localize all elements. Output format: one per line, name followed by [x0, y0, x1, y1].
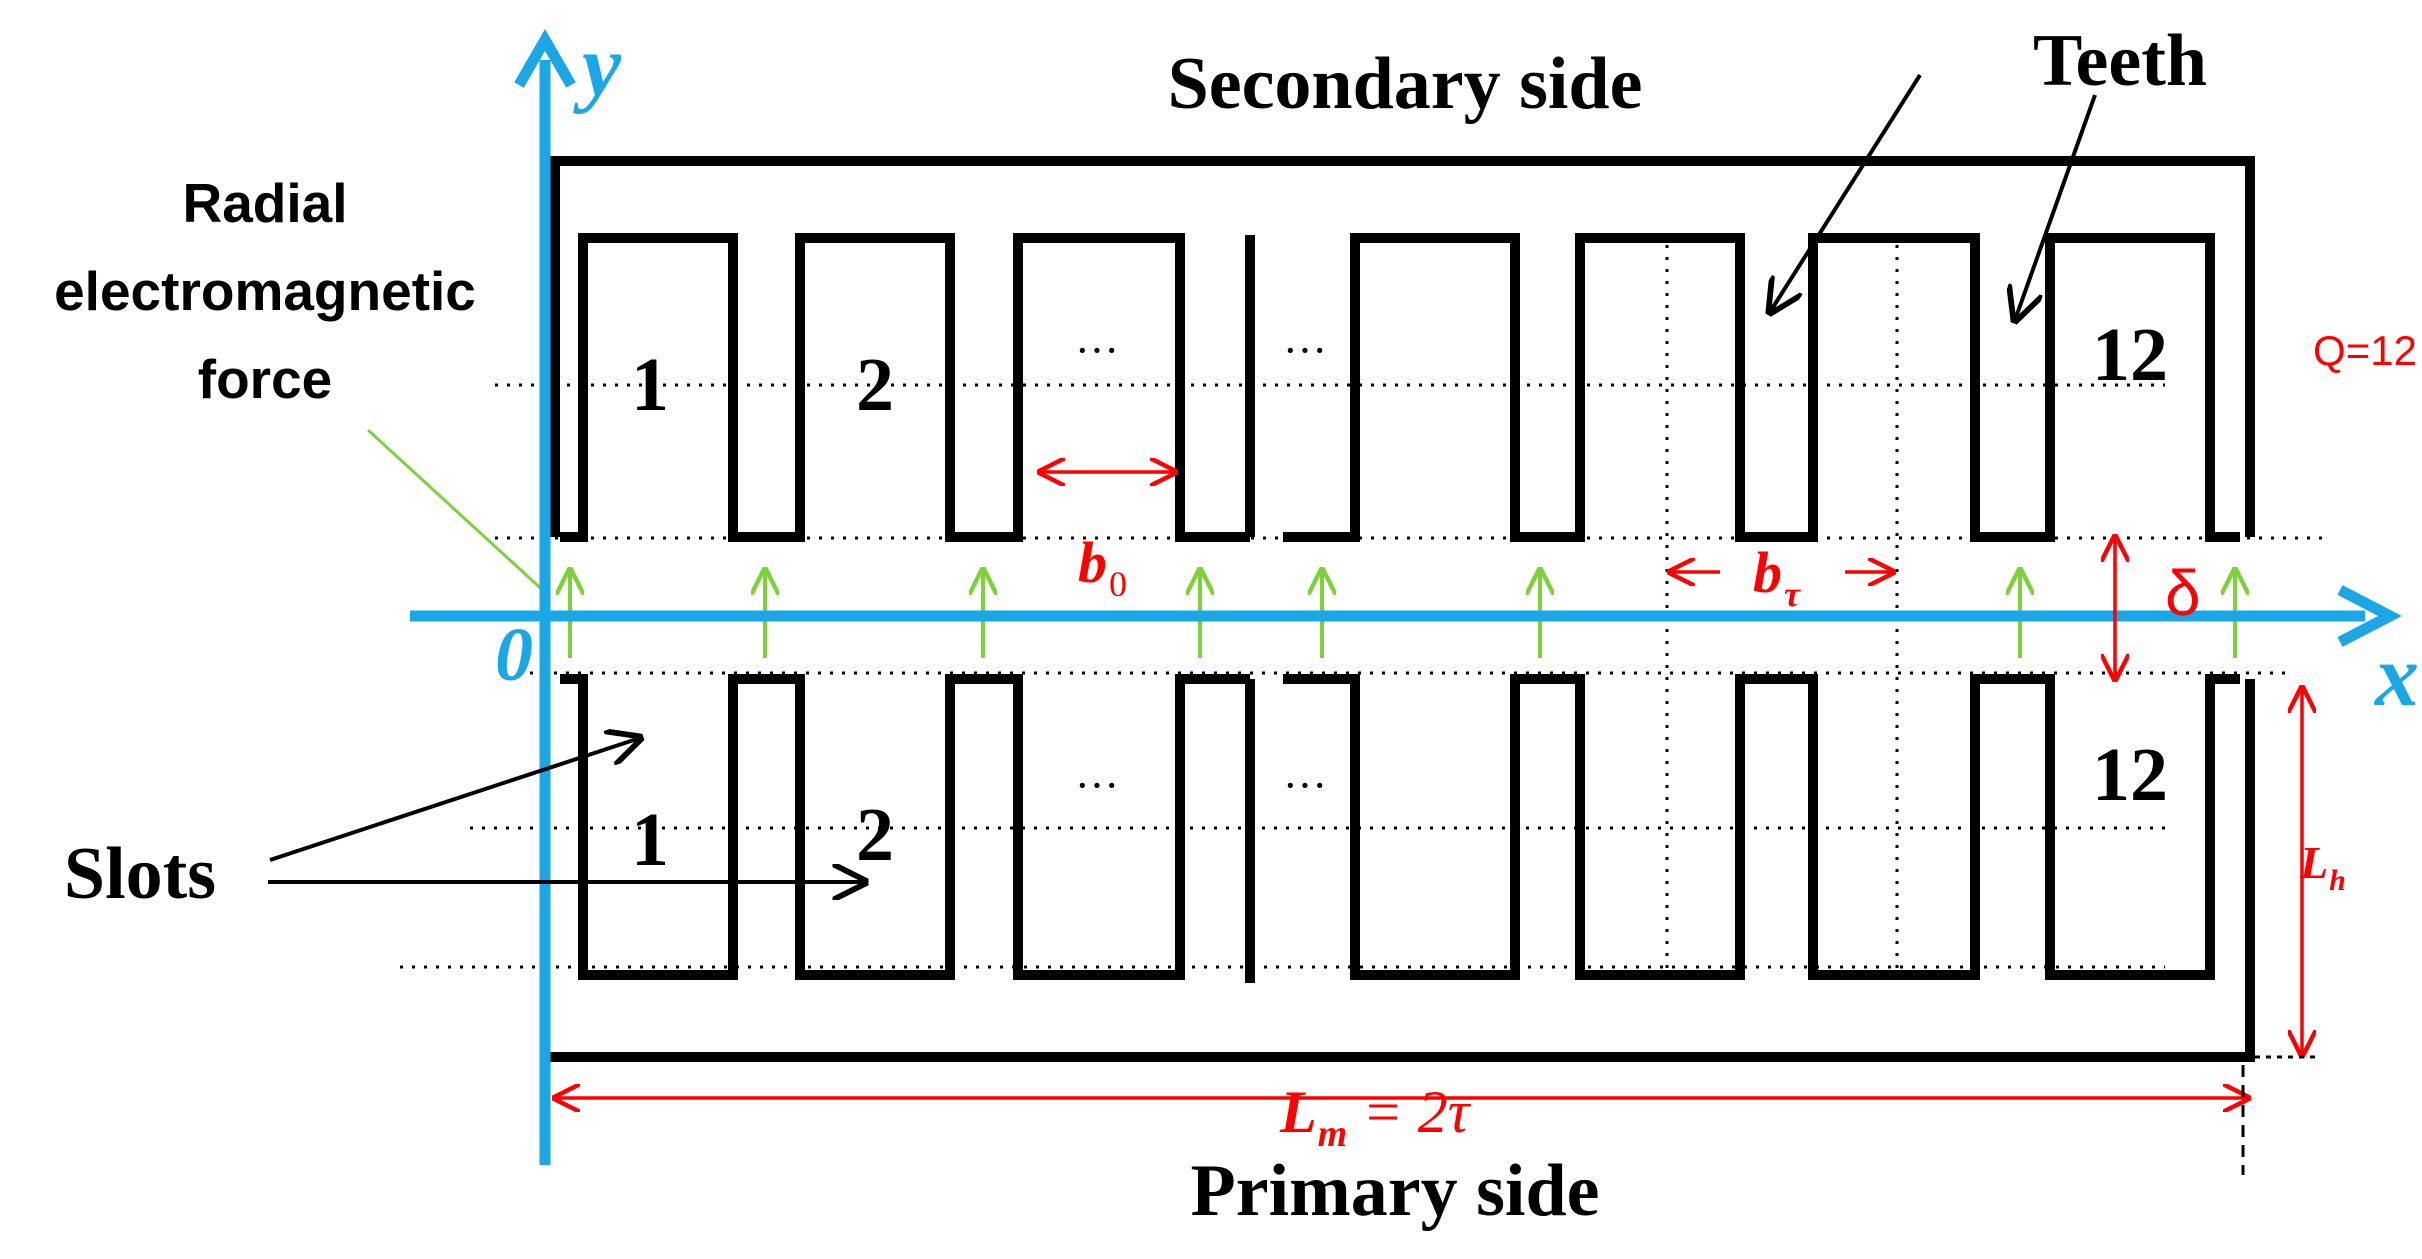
bottom-slot-number-2: 2 — [856, 793, 894, 877]
slots-label: Slots — [64, 833, 216, 915]
primary-side-label: Primary side — [1191, 1150, 1600, 1232]
force-label-line-2: electromagnetic — [54, 260, 476, 322]
top-ellipsis-2: ··· — [1283, 326, 1327, 375]
secondary-teeth-profile — [560, 233, 1250, 542]
force-leader-line — [366, 428, 550, 597]
bottom-ellipsis-1: ··· — [1075, 761, 1119, 810]
top-ellipsis-1: ··· — [1075, 326, 1119, 375]
lm-symbol: Lm = 2τ — [1279, 1079, 1472, 1155]
slots-pointer-arrow-1 — [269, 738, 640, 862]
teeth-pointer-arrow-2 — [2015, 94, 2097, 320]
primary-back-iron — [550, 679, 2255, 1062]
top-slot-number-12: 12 — [2092, 313, 2168, 397]
origin-label: 0 — [495, 613, 533, 697]
btau-symbol: bτ — [1753, 540, 1801, 614]
secondary-side-label: Secondary side — [1168, 43, 1643, 125]
guide-lines — [400, 245, 2330, 985]
force-label-line-3: force — [198, 348, 333, 410]
primary-teeth-profile — [560, 674, 1250, 980]
y-axis-arrowhead — [514, 29, 576, 88]
axes — [410, 29, 2402, 1165]
bottom-ellipsis-2: ··· — [1283, 761, 1327, 810]
x-axis-label: x — [2373, 628, 2419, 725]
pointer-arrows — [268, 73, 2097, 882]
slot-count-label: Q=12 — [2313, 327, 2417, 374]
bottom-slot-number-12: 12 — [2092, 733, 2168, 817]
teeth-label: Teeth — [2033, 20, 2207, 102]
dimension-arrows — [555, 472, 2302, 1098]
delta-symbol: δ — [2165, 557, 2201, 629]
x-axis-arrowhead — [2337, 585, 2402, 647]
y-axis-label: y — [573, 18, 622, 115]
b0-symbol: b0 — [1078, 530, 1127, 604]
secondary-structure — [550, 156, 2255, 542]
lh-symbol: Lh — [2299, 837, 2346, 897]
primary-structure — [550, 674, 2255, 1062]
teeth-pointer-arrow-1 — [1770, 73, 1922, 312]
secondary-back-iron — [550, 156, 2255, 537]
top-slot-number-1: 1 — [631, 343, 669, 427]
bottom-slot-number-1: 1 — [631, 798, 669, 882]
secondary-teeth-profile-right — [1283, 233, 2240, 542]
primary-teeth-profile-right — [1283, 674, 2240, 980]
force-label-line-1: Radial — [182, 172, 347, 234]
top-slot-number-2: 2 — [856, 343, 894, 427]
